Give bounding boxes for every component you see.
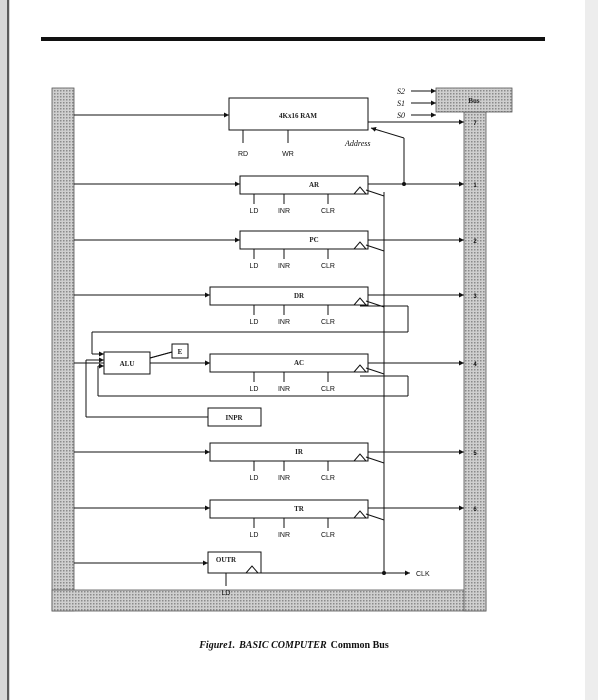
inpr-unit: INPR (207, 407, 262, 427)
bus-left-rail (51, 87, 75, 612)
top-rule (41, 37, 545, 41)
register-ar-ld-label: LD (250, 208, 259, 215)
outr-unit: OUTR LD (74, 551, 262, 597)
memory-box (228, 97, 369, 131)
bus-number-2: 2 (473, 239, 477, 245)
bus-frame: Bus (51, 87, 513, 612)
register-tr-inr-label: INR (278, 532, 290, 539)
register-dr-clock-mark (353, 297, 367, 306)
register-dr-clr-label: CLR (321, 319, 335, 326)
register-ac-ld-label: LD (250, 386, 259, 393)
memory-label: 4Kx16 RAM (279, 112, 317, 120)
inpr-label: INPR (225, 414, 243, 422)
register-pc-clr-label: CLR (321, 263, 335, 270)
caption-small: BASIC COMPUTER (238, 640, 327, 651)
register-dr-ld-label: LD (250, 319, 259, 326)
bus-bottom-rail (51, 589, 487, 612)
caption-rest: Common Bus (331, 640, 389, 651)
memory-rd-label: RD (238, 151, 248, 158)
register-pc: PC 2LD INR CLR (74, 230, 477, 270)
register-ac-clr-label: CLR (321, 386, 335, 393)
register-ar: AR 1LD INR CLR (74, 175, 477, 215)
register-ar-box (239, 175, 369, 195)
register-ac-label: AC (294, 359, 304, 367)
register-tr-clr-label: CLR (321, 532, 335, 539)
address-junction (402, 182, 406, 186)
select-s1-label: S1 (397, 99, 405, 108)
bus-label: Bus (468, 97, 480, 105)
register-ac-box (209, 353, 369, 373)
register-pc-inr-label: INR (278, 263, 290, 270)
register-pc-label: PC (309, 236, 318, 244)
register-ir-box (209, 442, 369, 462)
register-ir-label: IR (295, 448, 304, 456)
e-box (171, 343, 189, 359)
register-dr-box (209, 286, 369, 306)
alu-label: ALU (120, 360, 135, 368)
register-dr-inr-label: INR (278, 319, 290, 326)
select-lines: S2 S1 S0 (397, 87, 436, 120)
register-ac-clock-mark (353, 364, 367, 373)
register-pc-clock-mark (353, 241, 367, 250)
register-ir: IR 5LD INR CLR (74, 442, 477, 482)
register-ir-inr-label: INR (278, 475, 290, 482)
register-tr-clock-mark (353, 510, 367, 519)
register-ar-inr-label: INR (278, 208, 290, 215)
register-ar-clr-label: CLR (321, 208, 335, 215)
bus-number-4: 4 (473, 362, 477, 368)
memory-wr-label: WR (282, 151, 294, 158)
bus-number-1: 1 (473, 183, 477, 189)
clock-label: CLK (416, 571, 430, 578)
register-tr: TR 6LD INR CLR (74, 499, 477, 539)
register-ar-label: AR (309, 181, 320, 189)
bus-number-6: 6 (473, 507, 477, 513)
outr-box (207, 551, 262, 574)
register-ar-clock-mark (353, 186, 367, 195)
register-dr-label: DR (294, 292, 305, 300)
register-dr: DR 3LD INR CLR (74, 286, 477, 326)
e-label: E (178, 348, 183, 356)
outr-label: OUTR (216, 556, 237, 564)
address-label: Address (344, 139, 370, 148)
bus-number-5: 5 (473, 451, 477, 457)
register-pc-box (239, 230, 369, 250)
inpr-box (207, 407, 262, 427)
register-ac-inr-label: INR (278, 386, 290, 393)
alu-unit: ALU (103, 351, 151, 375)
figure-caption: Figure1. BASIC COMPUTER Common Bus (198, 635, 389, 652)
register-ac: AC 4LD INR CLR (74, 353, 477, 393)
bus-number-3: 3 (473, 294, 477, 300)
page-edge-left (0, 0, 10, 700)
bus-number-7: 7 (473, 121, 477, 127)
clock-line: CLK (252, 192, 430, 578)
alu-wiring (85, 305, 409, 418)
register-ir-ld-label: LD (250, 475, 259, 482)
register-tr-box (209, 499, 369, 519)
memory-unit: 4Kx16 RAM RD WR 7 Address (74, 97, 477, 184)
select-s2-label: S2 (397, 87, 405, 96)
select-s0-label: S0 (397, 111, 405, 120)
alu-box (103, 351, 151, 375)
caption-prefix: Figure1. (198, 640, 235, 651)
outr-ld-label: LD (222, 590, 231, 597)
register-ir-clock-mark (353, 453, 367, 462)
bus-header-box (435, 87, 513, 113)
page-edge-right (585, 0, 598, 700)
register-pc-ld-label: LD (250, 263, 259, 270)
register-ir-clr-label: CLR (321, 475, 335, 482)
register-tr-label: TR (294, 505, 305, 513)
register-tr-ld-label: LD (250, 532, 259, 539)
e-unit: E (149, 343, 189, 359)
